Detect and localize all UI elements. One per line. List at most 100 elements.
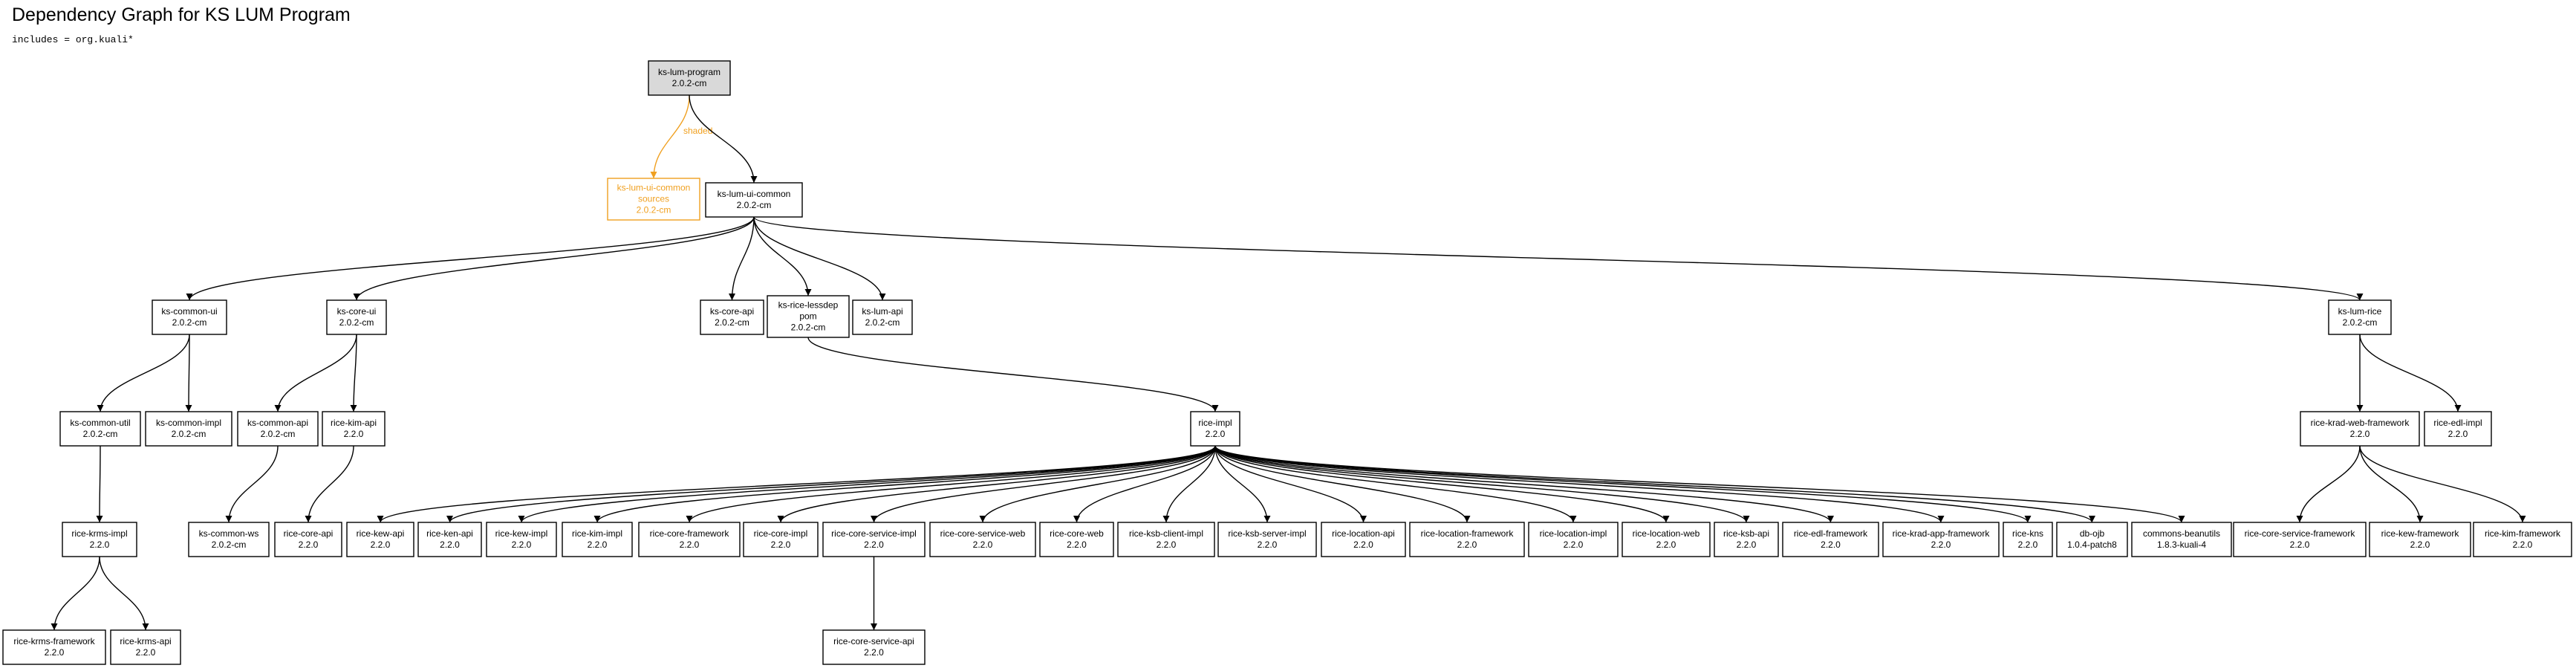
node-detail: 2.0.2-cm <box>637 205 671 215</box>
node-name: ks-common-api <box>247 418 308 428</box>
node-name: ks-core-api <box>710 306 754 317</box>
node-box <box>1622 522 1711 557</box>
node-box <box>822 629 926 665</box>
node-box <box>2233 522 2367 557</box>
node-box <box>2131 522 2232 557</box>
node-name: rice-ksb-client-impl <box>1129 528 1203 539</box>
node-detail: 2.2.0 <box>1206 429 1226 439</box>
node-box <box>2424 411 2492 447</box>
edge-rice-krad-web-framework-to-rice-kim-framework <box>2359 445 2526 523</box>
graph-filter: includes = org.kuali* <box>12 34 134 45</box>
node-ks-common-ws[interactable]: ks-common-ws2.0.2-cm <box>188 522 270 557</box>
node-name: rice-core-service-framework <box>2245 528 2356 539</box>
node-name: ks-common-ws <box>199 528 259 539</box>
node-box <box>700 299 764 335</box>
node-detail: 2.0.2-cm <box>791 322 826 333</box>
node-box <box>326 299 387 335</box>
node-detail: 2.2.0 <box>2290 539 2310 550</box>
edge-rice-impl-to-rice-location-api <box>1214 445 1367 523</box>
node-name: rice-kim-impl <box>572 528 622 539</box>
node-detail: 2.2.0 <box>1258 539 1278 550</box>
node-box <box>929 522 1036 557</box>
edge-rice-krms-impl-to-rice-krms-api <box>99 556 149 631</box>
node-detail: 2.0.2-cm <box>2343 317 2378 328</box>
node-box <box>62 522 137 557</box>
node-detail: 2.2.0 <box>90 539 110 550</box>
node-detail: 2.2.0 <box>1157 539 1177 550</box>
edge-rice-impl-to-rice-kew-api <box>377 445 1216 523</box>
node-detail: sources <box>638 194 669 204</box>
node-box <box>705 182 803 218</box>
node-detail: 2.2.0 <box>1737 539 1757 550</box>
node-name: ks-lum-ui-common <box>718 189 791 199</box>
node-box <box>1714 522 1779 557</box>
node-name: ks-common-ui <box>161 306 217 317</box>
node-detail: 2.2.0 <box>864 539 884 550</box>
node-detail: 2.2.0 <box>1821 539 1841 550</box>
node-box <box>648 60 731 96</box>
node-detail: 2.0.2-cm <box>172 317 207 328</box>
node-box <box>743 522 819 557</box>
node-detail: pom <box>799 311 816 322</box>
edge-ks-common-api-to-ks-common-ws <box>225 445 279 523</box>
node-detail: 2.0.2-cm <box>672 78 707 88</box>
node-name: rice-kns <box>2012 528 2043 539</box>
node-box <box>59 411 141 447</box>
node-box <box>2328 299 2392 335</box>
node-detail: 1.8.3-kuali-4 <box>2157 539 2206 550</box>
node-detail: 2.2.0 <box>344 429 364 439</box>
node-ks-core-ui[interactable]: ks-core-ui2.0.2-cm <box>326 299 387 335</box>
node-detail: 2.0.2-cm <box>715 317 749 328</box>
node-ks-common-ui[interactable]: ks-common-ui2.0.2-cm <box>152 299 227 335</box>
node-name: rice-core-service-api <box>833 636 914 646</box>
node-box <box>852 299 913 335</box>
node-detail: 2.0.2-cm <box>261 429 296 439</box>
node-name: rice-kew-impl <box>495 528 548 539</box>
node-box <box>237 411 319 447</box>
edge-ks-lum-program-to-ks-lum-ui-common-sources <box>650 94 690 179</box>
